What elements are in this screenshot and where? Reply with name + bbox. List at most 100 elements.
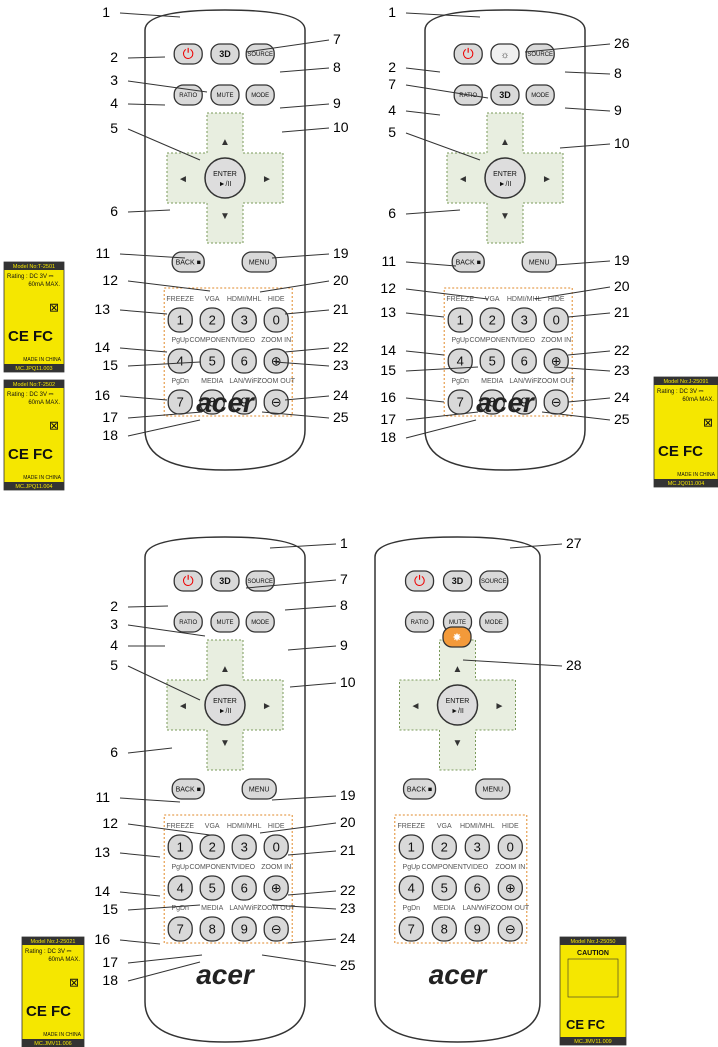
down-arrow-icon[interactable]: ▼ — [220, 211, 230, 222]
up-arrow-icon[interactable]: ▲ — [453, 664, 463, 675]
key-7[interactable]: 7 — [447, 389, 473, 415]
menu-button[interactable]: MENU — [241, 778, 277, 800]
key-3[interactable]: 3 — [511, 307, 537, 333]
direction-pad[interactable]: ENTER►/II▲▼◄► — [399, 639, 516, 771]
key-5[interactable]: 5 — [199, 348, 225, 374]
zoom-out-button[interactable]: ⊖ — [543, 389, 569, 415]
key-2[interactable]: 2 — [479, 307, 505, 333]
key-7[interactable]: 7 — [167, 916, 193, 942]
left-arrow-icon[interactable]: ◄ — [458, 174, 468, 185]
key-7[interactable]: 7 — [398, 916, 424, 942]
key-9[interactable]: 9 — [231, 916, 257, 942]
key-0[interactable]: 0 — [543, 307, 569, 333]
mode-button[interactable]: MODE — [245, 611, 275, 633]
zoom-out-button[interactable]: ⊖ — [263, 389, 289, 415]
power-button[interactable]: ⏻ — [173, 43, 203, 65]
key-1[interactable]: 1 — [447, 307, 473, 333]
back-button[interactable]: BACK ■ — [171, 251, 205, 273]
back-button[interactable]: BACK ■ — [451, 251, 485, 273]
left-arrow-icon[interactable]: ◄ — [178, 174, 188, 185]
power-button[interactable]: ⏻ — [453, 43, 483, 65]
key-4[interactable]: 4 — [167, 348, 193, 374]
zoom-in-button[interactable]: ⊕ — [497, 875, 523, 901]
right-arrow-icon[interactable]: ► — [262, 701, 272, 712]
direction-pad[interactable]: ENTER►/II▲▼◄► — [446, 112, 564, 244]
key-5[interactable]: 5 — [479, 348, 505, 374]
power-button[interactable]: ⏻ — [173, 570, 203, 592]
down-arrow-icon[interactable]: ▼ — [453, 738, 463, 749]
key-4[interactable]: 4 — [398, 875, 424, 901]
back-button[interactable]: BACK ■ — [402, 778, 437, 800]
menu-button[interactable]: MENU — [521, 251, 557, 273]
key-8[interactable]: 8 — [479, 389, 505, 415]
zoom-out-button[interactable]: ⊖ — [263, 916, 289, 942]
key-0[interactable]: 0 — [263, 834, 289, 860]
3d-button[interactable]: 3D — [490, 84, 520, 106]
mute-button[interactable]: MUTE — [210, 84, 240, 106]
zoom-in-button[interactable]: ⊕ — [543, 348, 569, 374]
key-0[interactable]: 0 — [263, 307, 289, 333]
key-2[interactable]: 2 — [431, 834, 457, 860]
enter-button[interactable] — [484, 157, 526, 199]
source-button[interactable]: SOURCE — [525, 43, 555, 65]
menu-button[interactable]: MENU — [475, 778, 511, 800]
key-9[interactable]: 9 — [464, 916, 490, 942]
laser-button[interactable]: ✸ — [442, 626, 472, 648]
key-6[interactable]: 6 — [511, 348, 537, 374]
key-4[interactable]: 4 — [167, 875, 193, 901]
zoom-out-button[interactable]: ⊖ — [497, 916, 523, 942]
3d-button[interactable]: 3D — [442, 570, 473, 592]
key-8[interactable]: 8 — [199, 916, 225, 942]
enter-button[interactable] — [204, 157, 246, 199]
key-3[interactable]: 3 — [464, 834, 490, 860]
ratio-button[interactable]: RATIO — [173, 611, 203, 633]
key-9[interactable]: 9 — [231, 389, 257, 415]
direction-pad[interactable]: ENTER►/II▲▼◄► — [166, 112, 284, 244]
3d-button[interactable]: 3D — [210, 570, 240, 592]
key-3[interactable]: 3 — [231, 307, 257, 333]
key-6[interactable]: 6 — [464, 875, 490, 901]
source-button[interactable]: SOURCE — [479, 570, 509, 592]
lamp-button[interactable]: ☼ — [490, 43, 520, 65]
power-button[interactable]: ⏻ — [404, 570, 435, 592]
key-6[interactable]: 6 — [231, 875, 257, 901]
mode-button[interactable]: MODE — [525, 84, 555, 106]
key-8[interactable]: 8 — [431, 916, 457, 942]
left-arrow-icon[interactable]: ◄ — [411, 701, 421, 712]
key-2[interactable]: 2 — [199, 307, 225, 333]
key-7[interactable]: 7 — [167, 389, 193, 415]
mute-button[interactable]: MUTE — [210, 611, 240, 633]
zoom-in-button[interactable]: ⊕ — [263, 348, 289, 374]
key-1[interactable]: 1 — [167, 834, 193, 860]
right-arrow-icon[interactable]: ► — [262, 174, 272, 185]
key-5[interactable]: 5 — [199, 875, 225, 901]
key-5[interactable]: 5 — [431, 875, 457, 901]
down-arrow-icon[interactable]: ▼ — [500, 211, 510, 222]
key-1[interactable]: 1 — [167, 307, 193, 333]
key-8[interactable]: 8 — [199, 389, 225, 415]
key-1[interactable]: 1 — [398, 834, 424, 860]
zoom-in-button[interactable]: ⊕ — [263, 875, 289, 901]
key-6[interactable]: 6 — [231, 348, 257, 374]
enter-button[interactable] — [204, 684, 246, 726]
right-arrow-icon[interactable]: ► — [542, 174, 552, 185]
up-arrow-icon[interactable]: ▲ — [500, 137, 510, 148]
up-arrow-icon[interactable]: ▲ — [220, 137, 230, 148]
mode-button[interactable]: MODE — [479, 611, 509, 633]
key-9[interactable]: 9 — [511, 389, 537, 415]
back-button[interactable]: BACK ■ — [171, 778, 205, 800]
mode-button[interactable]: MODE — [245, 84, 275, 106]
key-4[interactable]: 4 — [447, 348, 473, 374]
direction-pad[interactable]: ENTER►/II▲▼◄► — [166, 639, 284, 771]
right-arrow-icon[interactable]: ► — [495, 701, 505, 712]
left-arrow-icon[interactable]: ◄ — [178, 701, 188, 712]
source-button[interactable]: SOURCE — [245, 43, 275, 65]
3d-button[interactable]: 3D — [210, 43, 240, 65]
enter-button[interactable] — [436, 684, 479, 726]
down-arrow-icon[interactable]: ▼ — [220, 738, 230, 749]
menu-button[interactable]: MENU — [241, 251, 277, 273]
key-3[interactable]: 3 — [231, 834, 257, 860]
ratio-button[interactable]: RATIO — [404, 611, 435, 633]
key-0[interactable]: 0 — [497, 834, 523, 860]
key-2[interactable]: 2 — [199, 834, 225, 860]
